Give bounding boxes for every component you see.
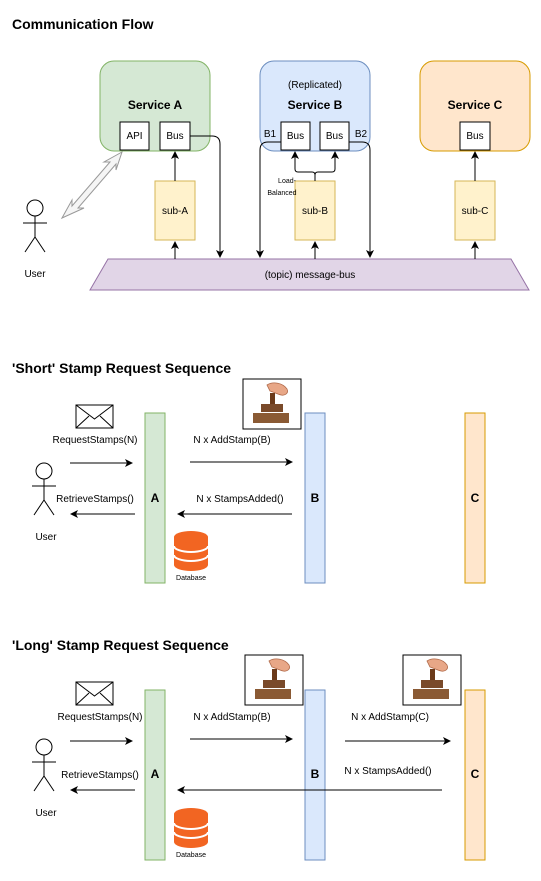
short-user-icon	[31, 462, 57, 516]
b2-label: B2	[355, 129, 368, 140]
long-lane-a	[144, 689, 166, 861]
short-lane-c	[464, 412, 486, 584]
short-lane-b-label: B	[311, 491, 320, 505]
sub-c-box	[454, 180, 496, 241]
service-a-bus-box	[159, 121, 191, 151]
sub-a-label: sub-A	[162, 206, 188, 217]
short-stamp-image	[242, 378, 302, 430]
user-api-double-arrow	[60, 150, 123, 220]
service-c-bus-label: Bus	[466, 131, 483, 142]
short-added-label: N x StampsAdded()	[196, 494, 283, 505]
long-database-label: Database	[176, 852, 206, 859]
service-a-bus-label: Bus	[166, 131, 183, 142]
short-lane-a-label: A	[151, 491, 160, 505]
short-envelope-icon	[75, 404, 114, 429]
long-request-label: RequestStamps(N)	[57, 712, 142, 723]
long-lane-b-label: B	[311, 767, 320, 781]
short-sequence-title: 'Short' Stamp Request Sequence	[12, 360, 231, 376]
long-lane-a-label: A	[151, 767, 160, 781]
service-b-bus1-label: Bus	[287, 131, 304, 142]
sub-c-label: sub-C	[462, 206, 489, 217]
short-add-b-label: N x AddStamp(B)	[193, 435, 270, 446]
short-database-label: Database	[176, 575, 206, 582]
service-b-bus1-box	[280, 121, 311, 151]
service-b-note: (Replicated)	[288, 80, 342, 91]
short-request-label: RequestStamps(N)	[52, 435, 137, 446]
long-add-b-label: N x AddStamp(B)	[193, 712, 270, 723]
service-b-label: Service B	[288, 98, 343, 112]
short-lane-c-label: C	[471, 491, 480, 505]
arrow-sub-b-to-bus1	[291, 151, 316, 181]
long-lane-b	[304, 689, 326, 861]
long-user-icon	[31, 738, 57, 792]
long-lane-c	[464, 689, 486, 861]
service-a-api-box	[119, 121, 150, 151]
arrow-sub-b-to-bus2	[314, 151, 339, 176]
message-bus-shape	[89, 258, 530, 291]
arrow-b2-publish	[349, 141, 374, 258]
sub-b-label: sub-B	[302, 206, 328, 217]
short-retrieve-label: RetrieveStamps()	[56, 494, 134, 505]
service-b-bus2-box	[319, 121, 350, 151]
long-stamp-image-b	[244, 654, 304, 706]
b1-label: B1	[264, 129, 277, 140]
sub-a-box	[154, 180, 196, 241]
short-user-label: User	[35, 532, 57, 543]
service-c-bus-box	[459, 121, 491, 151]
long-envelope-icon	[75, 681, 114, 706]
long-sequence-title: 'Long' Stamp Request Sequence	[12, 637, 229, 653]
arrow-b1-publish	[256, 141, 281, 258]
service-a-label: Service A	[128, 98, 183, 112]
short-database-icon	[173, 530, 209, 572]
communication-flow-title: Communication Flow	[12, 16, 154, 32]
long-user-label: User	[35, 808, 57, 819]
short-lane-b	[304, 412, 326, 584]
service-c-label: Service C	[448, 98, 503, 112]
service-a-api-label: API	[126, 131, 142, 142]
long-retrieve-label: RetrieveStamps()	[61, 770, 139, 781]
short-lane-a	[144, 412, 166, 584]
load-balanced-label-2: Balanced	[267, 190, 296, 197]
long-lane-c-label: C	[471, 767, 480, 781]
long-stamp-image-c	[402, 654, 462, 706]
long-added-label: N x StampsAdded()	[344, 766, 431, 777]
user-icon	[22, 199, 48, 253]
arrow-service-a-publish	[190, 135, 224, 258]
user-label: User	[24, 269, 46, 280]
message-bus-label: (topic) message-bus	[265, 270, 356, 281]
long-add-c-label: N x AddStamp(C)	[351, 712, 429, 723]
long-database-icon	[173, 807, 209, 849]
load-balanced-label-1: Load-	[278, 178, 297, 185]
service-b-bus2-label: Bus	[326, 131, 343, 142]
